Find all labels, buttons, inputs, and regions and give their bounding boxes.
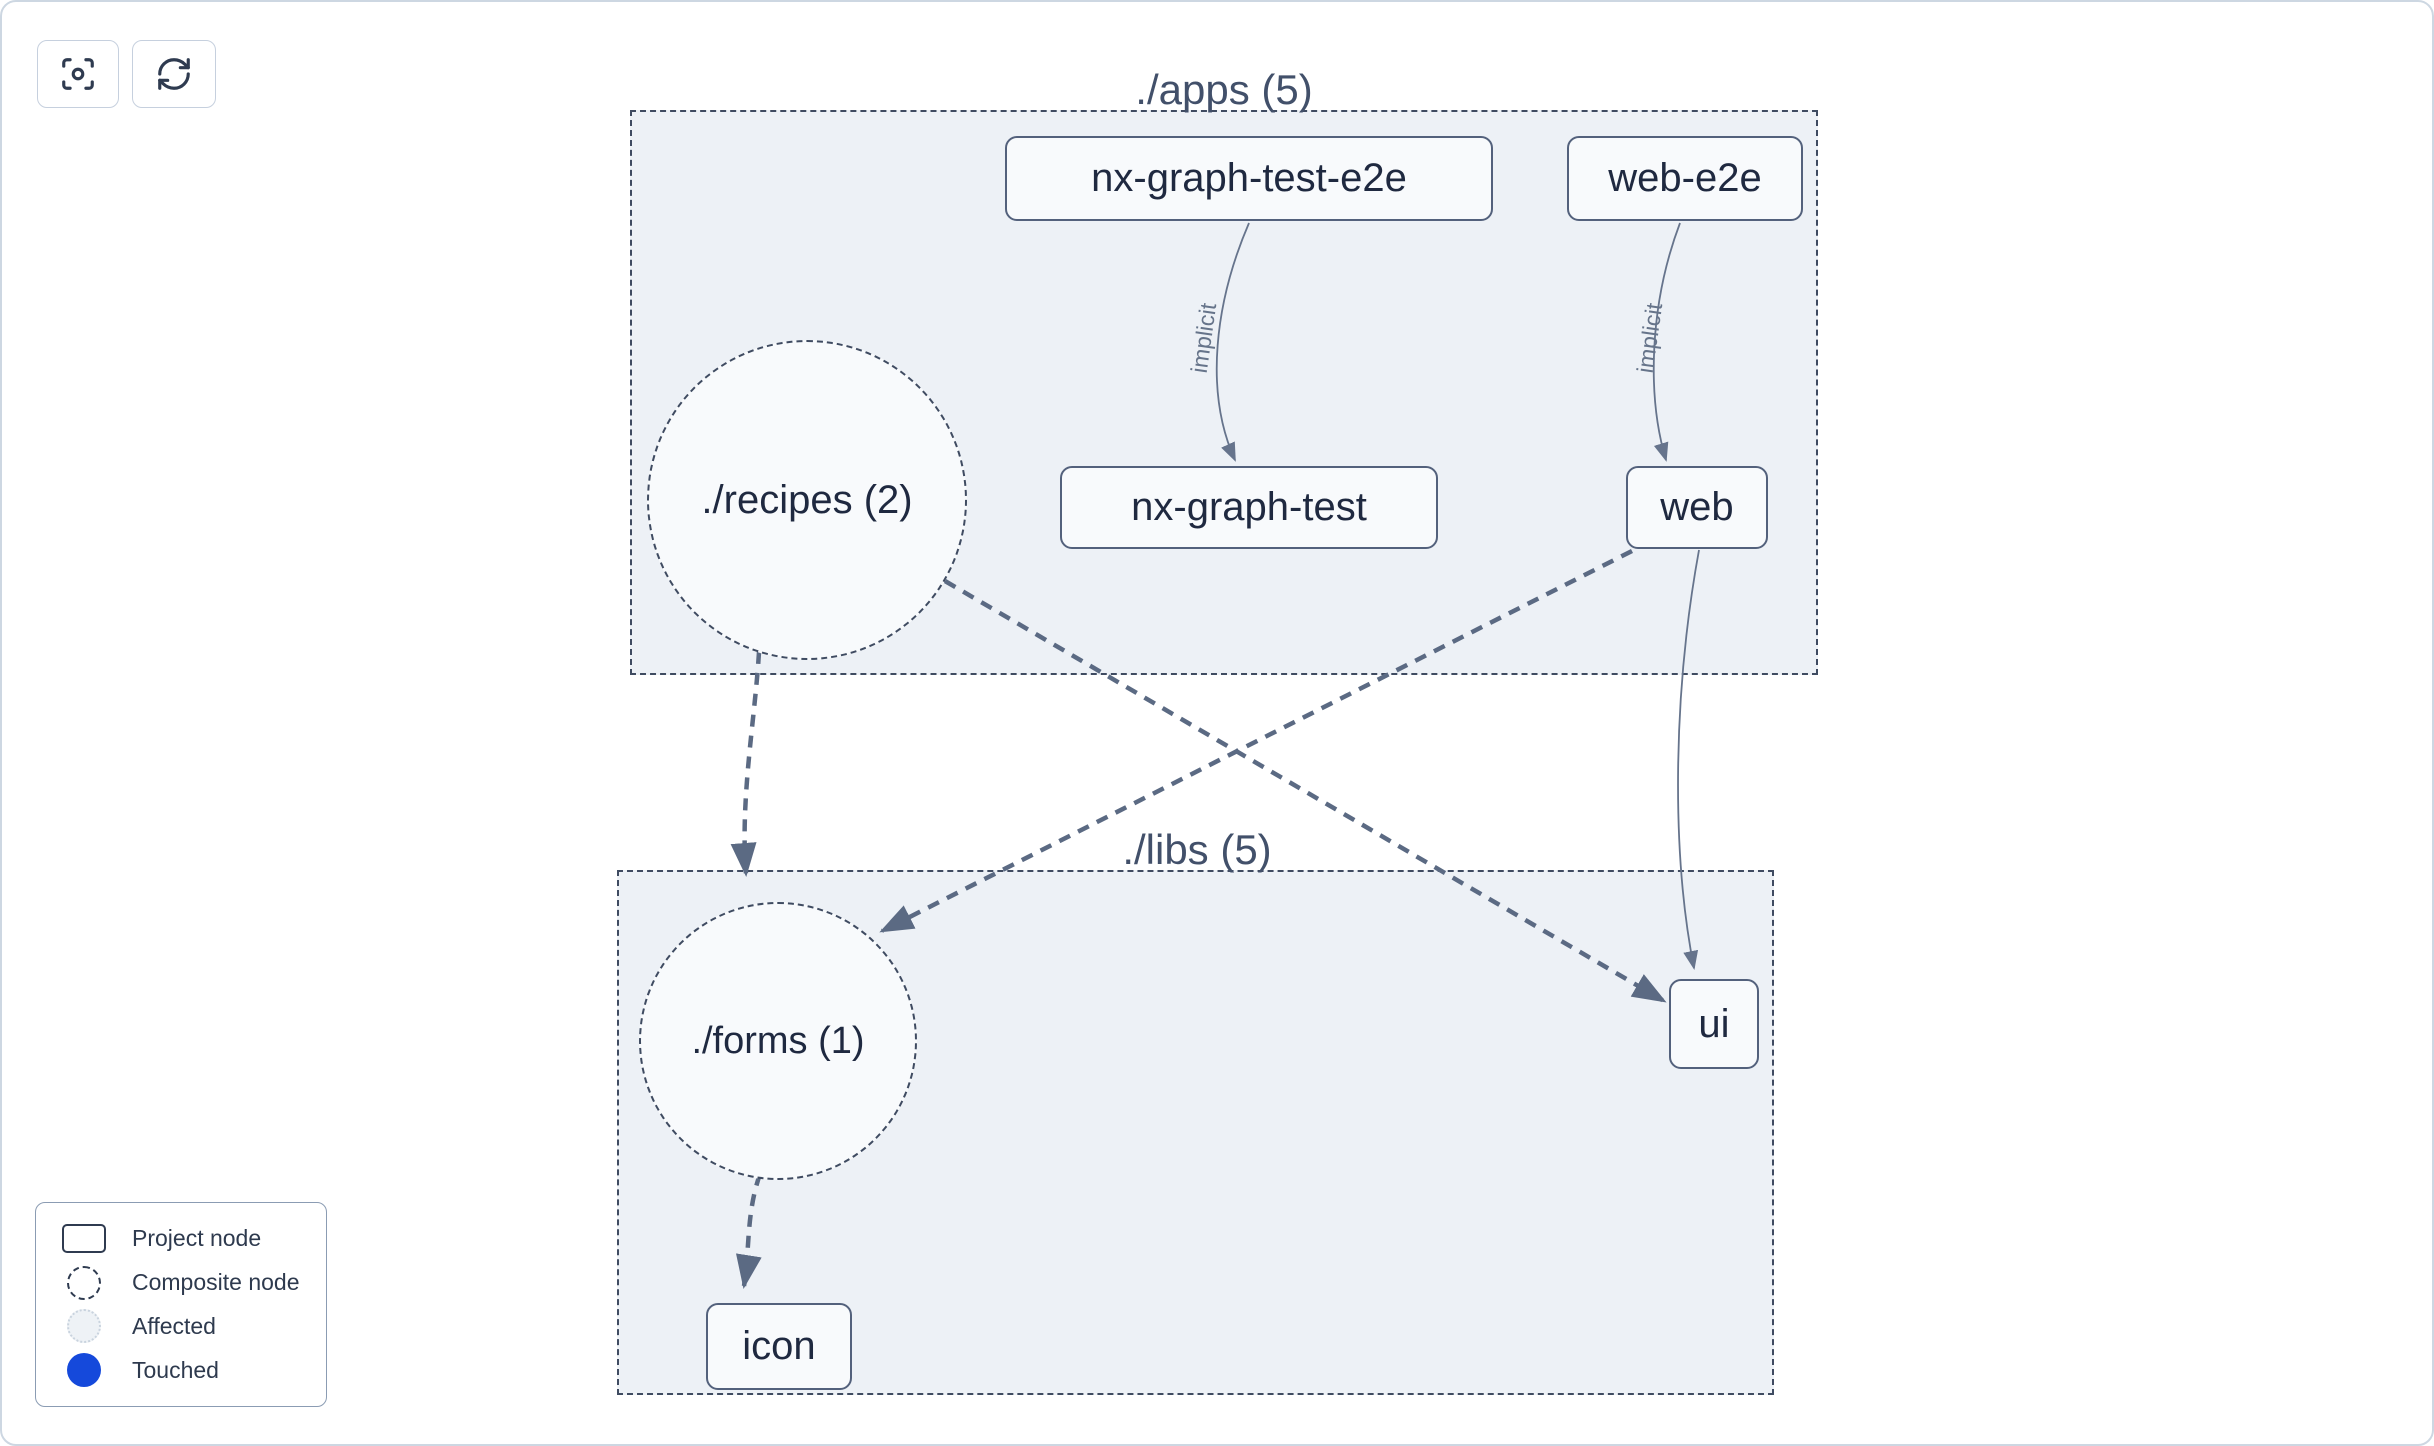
legend-item-composite-node: Composite node [36,1263,326,1303]
legend-label: Composite node [132,1269,300,1296]
composite-node-recipes-label: ./recipes (2) [701,477,913,522]
edge-web-to-ui[interactable] [1677,549,1700,970]
edge-nx-graph-test-e2e-to-nx-graph-test[interactable] [1215,222,1250,462]
refresh-button[interactable] [132,40,216,108]
project-node-ui[interactable]: ui [1669,979,1759,1069]
legend-label: Touched [132,1356,219,1383]
edge-web-e2e-to-web[interactable] [1652,222,1681,462]
project-node-web-e2e-label: web-e2e [1608,156,1762,200]
project-node-icon-label: icon [742,1324,816,1368]
focus-button[interactable] [37,40,119,108]
focus-icon [62,58,94,90]
project-node-web-label: web [1660,485,1734,529]
legend-item-affected: Affected [36,1306,326,1346]
project-node-nx-graph-test[interactable]: nx-graph-test [1060,466,1438,549]
edge-recipes-to-forms[interactable] [730,651,762,877]
project-node-nx-graph-test-e2e[interactable]: nx-graph-test-e2e [1005,136,1493,221]
composite-node-recipes[interactable]: ./recipes (2) [647,340,967,660]
project-node-icon[interactable]: icon [706,1303,852,1390]
legend-label: Project node [132,1225,262,1252]
project-node-ui-label: ui [1698,1001,1730,1046]
composite-node-icon-legend [67,1265,101,1300]
legend: Project node Composite node Affected Tou… [35,1202,327,1407]
edge-web-to-forms[interactable] [879,548,1634,934]
legend-item-project-node: Project node [36,1219,326,1259]
project-node-web[interactable]: web [1626,466,1768,549]
composite-node-forms[interactable]: ./forms (1) [639,902,917,1180]
group-label-libs: ./libs (5) [1122,826,1272,873]
project-node-web-e2e[interactable]: web-e2e [1567,136,1803,221]
group-label-apps: ./apps (5) [1135,66,1313,113]
affected-icon [67,1309,101,1344]
legend-label: Affected [132,1312,216,1339]
refresh-icon [158,58,190,90]
project-node-icon-legend [62,1224,106,1254]
project-node-nx-graph-test-label: nx-graph-test [1131,485,1367,529]
legend-item-touched: Touched [36,1350,326,1390]
edge-recipes-to-ui[interactable] [943,579,1667,1003]
composite-node-forms-label: ./forms (1) [691,1019,865,1062]
touched-icon [67,1353,101,1388]
project-node-nx-graph-test-e2e-label: nx-graph-test-e2e [1091,156,1407,200]
